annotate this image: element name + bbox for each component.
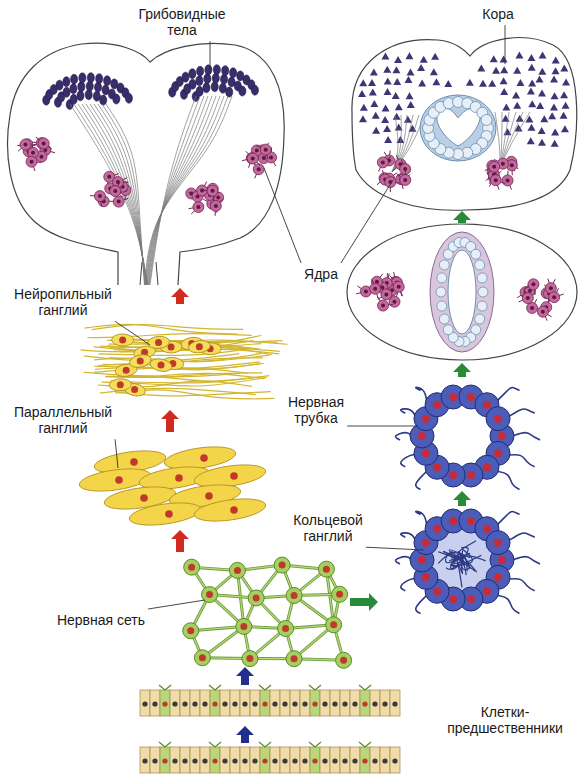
cortex (358, 52, 570, 147)
nucleus-cluster (90, 171, 131, 207)
nucleus-cluster (17, 137, 55, 171)
precursor-cells (140, 685, 400, 716)
flow-arrow (236, 726, 254, 743)
leader-line (341, 180, 393, 263)
flow-arrow (161, 410, 179, 432)
nerve-fibers (70, 96, 232, 285)
part-label: Клетки- предшественники (430, 704, 580, 736)
insect-brain (8, 43, 285, 285)
part-label: Кора (468, 6, 528, 22)
leader-line (347, 426, 418, 427)
mushroom-body (169, 65, 259, 102)
ventricle (420, 95, 496, 161)
part-label: Грибовидные тела (122, 6, 242, 38)
flow-arrow (453, 211, 471, 223)
neural-tube-section (347, 224, 577, 360)
parallel-ganglion (78, 443, 267, 529)
part-label: Параллельный ганглий (2, 404, 124, 436)
flow-arrows (161, 211, 471, 743)
leader-line (366, 547, 424, 550)
part-label: Нейропильный ганглий (2, 286, 124, 318)
nerve-tube (396, 385, 540, 489)
flow-arrow (171, 530, 189, 552)
leader-line (148, 600, 205, 609)
ring-ganglion (396, 509, 540, 613)
part-label: Ядра (296, 266, 346, 282)
nucleus-cluster (356, 272, 404, 311)
part-label: Нервная трубка (270, 394, 362, 426)
leader-line (115, 321, 150, 345)
flow-arrow (350, 593, 378, 611)
flow-arrow (453, 363, 471, 377)
mushroom-body (43, 73, 133, 110)
nerve-net (183, 557, 352, 668)
leader-line (210, 41, 211, 72)
part-label: Кольцевой ганглий (280, 512, 376, 544)
nucleus-cluster (242, 143, 277, 179)
neuropile-ganglion (81, 324, 288, 398)
brain-outline (8, 43, 285, 285)
part-label: Нервная сеть (30, 612, 172, 628)
nucleus-cluster (186, 182, 224, 216)
leader-line (505, 25, 506, 64)
nucleus-cluster (377, 151, 411, 193)
precursor-cells (140, 742, 400, 773)
brain-outline (352, 38, 577, 211)
leader-line (115, 439, 118, 468)
vertebrate-brain (352, 38, 577, 211)
flow-arrow (236, 667, 254, 685)
leader-line (264, 168, 301, 263)
nucleus-cluster (485, 156, 519, 189)
flow-arrow (453, 491, 471, 506)
nucleus-cluster (517, 279, 563, 321)
flow-arrow (171, 288, 189, 304)
